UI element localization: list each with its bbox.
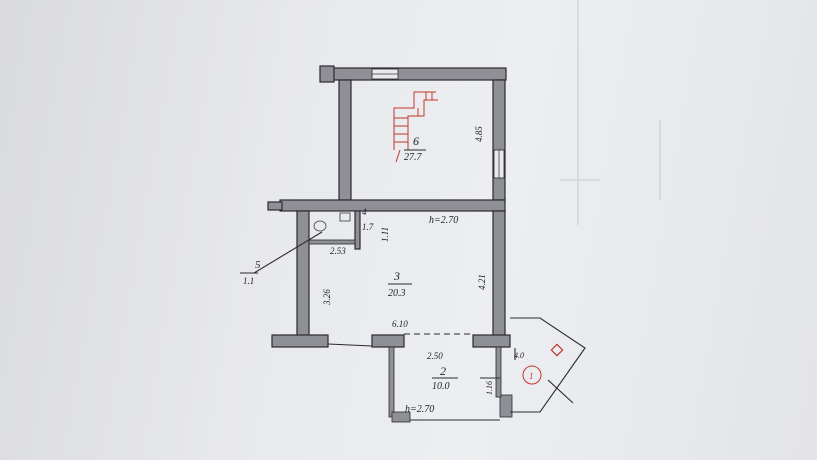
room-2-number: 2 — [440, 364, 446, 378]
room-6-number: 6 — [413, 134, 419, 148]
porch-polygon — [510, 317, 586, 413]
room-6-area: 27.7 — [404, 152, 423, 163]
room-5-number: 5 — [255, 259, 261, 271]
room-1-number: 1 — [529, 371, 534, 381]
room-1-circle — [522, 365, 542, 385]
room-2-area: 10.0 — [432, 381, 450, 392]
room-3-number: 3 — [393, 269, 400, 283]
labels: 6 27.7 4.85 h=2.70 4 1.7 2.53 1.11 3 20.… — [243, 126, 534, 415]
room-4-area: 1.7 — [362, 222, 374, 232]
dim-porch-side: 4.0 — [514, 351, 524, 360]
paper-marks — [560, 0, 661, 225]
height-label-1: h=2.70 — [429, 215, 458, 226]
dim-top-right: 4.85 — [474, 126, 484, 142]
dim-porch-height: 1.16 — [485, 381, 494, 395]
height-label-2: h=2.70 — [405, 404, 434, 415]
room-3-area: 20.3 — [388, 288, 406, 299]
dim-porch-width: 2.50 — [427, 351, 443, 361]
door-line — [327, 343, 373, 347]
dim-wc-vertical: 1.11 — [380, 227, 390, 242]
dim-wc: 2.53 — [330, 246, 346, 256]
walls — [267, 65, 513, 423]
dim-left: 3.26 — [322, 289, 332, 306]
dim-right: 4.21 — [477, 274, 487, 290]
room-5-area: 1.1 — [243, 276, 254, 286]
room-4-number: 4 — [362, 207, 367, 217]
wc-fixtures — [240, 212, 351, 274]
staircase-icon — [393, 91, 438, 163]
dim-width: 6.10 — [392, 319, 408, 329]
leader-line-5 — [253, 231, 323, 274]
